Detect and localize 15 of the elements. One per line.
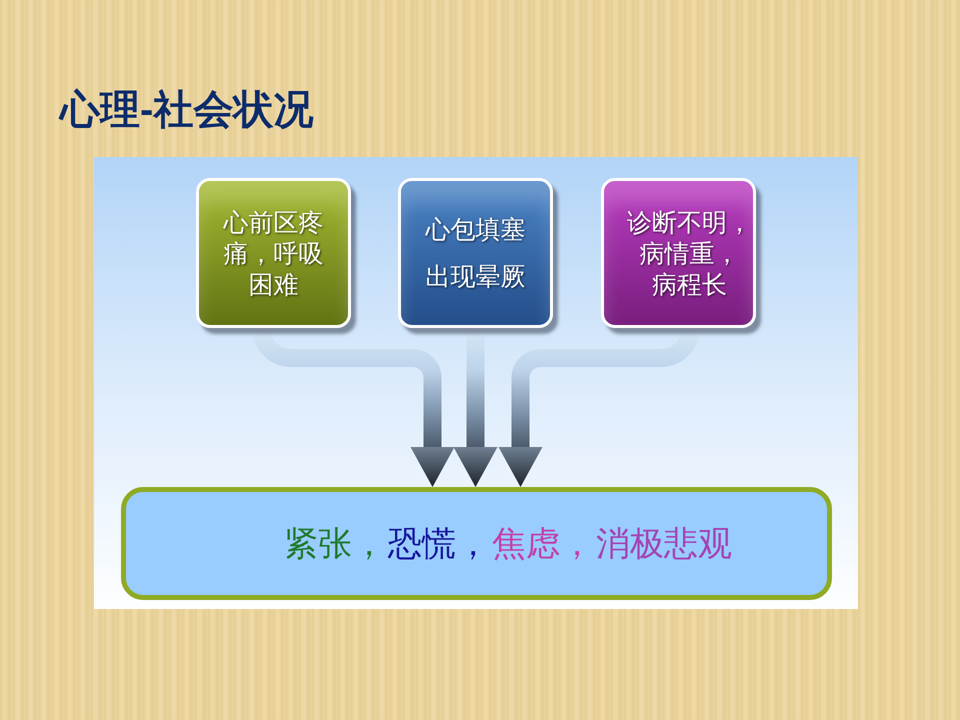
emotion-text: 消极悲观 (596, 524, 732, 564)
emotion-text: 焦虑， (492, 524, 594, 564)
box-text: 心前区疼痛，呼吸困难 (222, 206, 324, 300)
result-box (121, 487, 832, 600)
process-box (196, 178, 351, 328)
slide-title: 心理-社会状况 (60, 90, 314, 130)
process-box (601, 178, 756, 328)
box-text: 病情重， (640, 238, 740, 268)
emotion-text: 紧张， (284, 524, 386, 564)
box-text: 病程长 (652, 268, 727, 300)
box-text: 诊断不明， (627, 206, 752, 238)
box-text: 出现晕厥 (426, 261, 526, 292)
box-text: 心包填塞 (426, 214, 526, 245)
emotion-text: 恐慌， (388, 524, 490, 564)
process-box (398, 178, 553, 328)
